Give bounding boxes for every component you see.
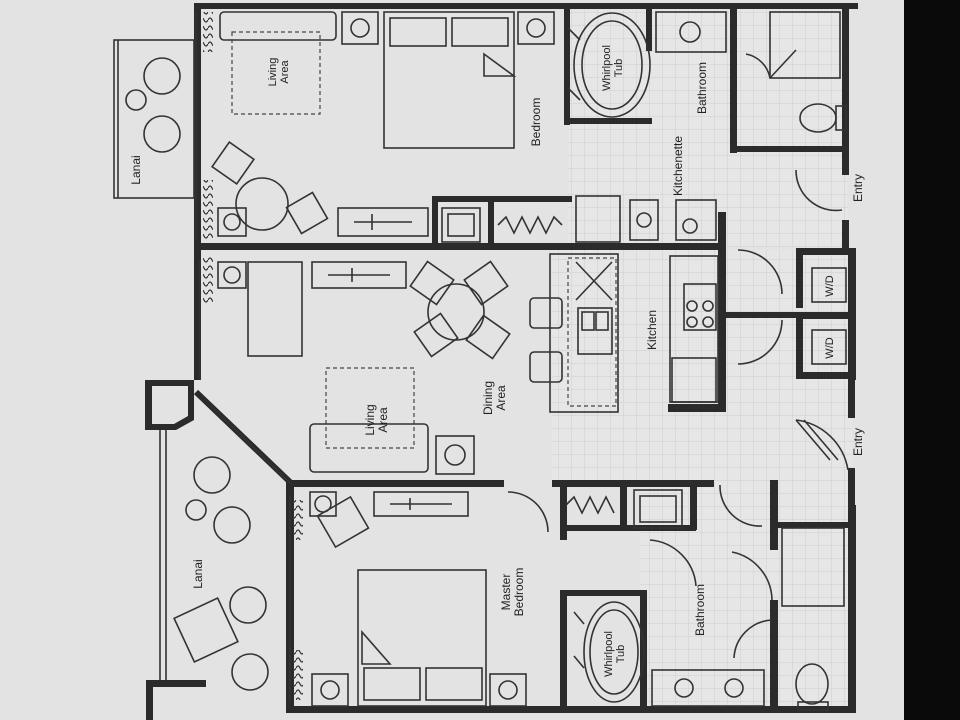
svg-text:Whirlpool: Whirlpool [603, 631, 615, 677]
svg-text:Area: Area [494, 385, 508, 411]
label-bathroom-bottom: Bathroom [693, 584, 707, 636]
svg-text:Master: Master [499, 574, 513, 611]
svg-text:Tub: Tub [613, 59, 625, 78]
label-lanai-bottom: Lanai [191, 559, 205, 588]
bathroom-bottom-fixtures [649, 484, 845, 711]
label-bedroom: Bedroom [529, 98, 543, 147]
svg-text:Living: Living [363, 404, 377, 435]
label-living-area-top: Living Area [267, 58, 291, 87]
label-kitchen: Kitchen [645, 310, 659, 350]
kitchen-counters [549, 253, 719, 413]
master-closet [565, 489, 683, 529]
label-entry-bottom: Entry [851, 428, 865, 456]
photo-dark-edge [904, 0, 960, 720]
label-whirlpool-tub-top: Whirlpool Tub [601, 45, 625, 91]
svg-text:Tub: Tub [615, 645, 627, 664]
svg-text:Whirlpool: Whirlpool [601, 45, 613, 91]
walls [145, 3, 858, 720]
closet-top [441, 195, 717, 243]
label-dining-area: Dining Area [481, 381, 508, 415]
label-whirlpool-tub-bottom: Whirlpool Tub [603, 631, 627, 677]
label-wd-bottom: W/D [824, 337, 836, 358]
label-lanai-top: Lanai [129, 155, 143, 184]
bathroom-top-fixtures [655, 11, 847, 212]
floor-plan: Living Area Bedroom Whirlpool Tub Bathro… [113, 3, 865, 720]
tile-floor-bottom [640, 485, 850, 710]
whirlpool-tub-top [573, 12, 651, 118]
label-wd-top: W/D [824, 275, 836, 296]
label-living-area-mid: Living Area [363, 404, 390, 435]
whirlpool-tub-bottom [583, 601, 645, 703]
svg-text:Living: Living [267, 58, 279, 87]
svg-text:Area: Area [279, 60, 291, 84]
svg-text:Area: Area [376, 407, 390, 433]
living-dining-mid-furniture [217, 260, 563, 475]
room-labels: Living Area Bedroom Whirlpool Tub Bathro… [129, 45, 865, 677]
svg-text:Bedroom: Bedroom [512, 568, 526, 617]
svg-text:Dining: Dining [481, 381, 495, 415]
label-master-bedroom: Master Bedroom [499, 568, 526, 617]
bedroom-top-furniture [383, 11, 581, 149]
windows [195, 12, 303, 700]
lanai-top [113, 39, 195, 199]
master-bedroom-furniture [309, 491, 585, 707]
tile-floor-top [568, 10, 848, 247]
lanai-bottom [159, 430, 269, 691]
label-entry-top: Entry [851, 174, 865, 202]
laundry-closets [737, 249, 849, 471]
label-bathroom-top: Bathroom [695, 62, 709, 114]
label-kitchenette: Kitchenette [671, 136, 685, 196]
living-area-top-furniture [210, 11, 429, 237]
